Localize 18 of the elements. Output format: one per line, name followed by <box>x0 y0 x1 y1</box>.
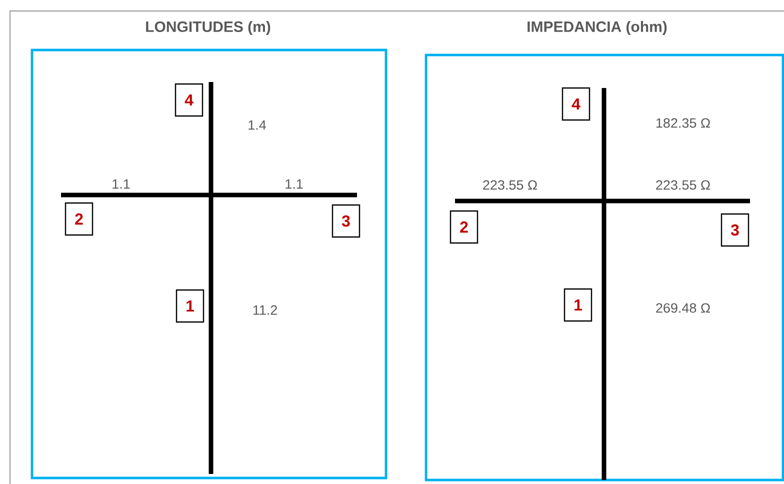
number-box: 2 <box>450 210 478 244</box>
value-label: 1.4 <box>248 120 266 130</box>
number-box: 1 <box>564 288 592 322</box>
value-label: 1.1 <box>286 179 303 189</box>
number-box: 3 <box>332 204 360 238</box>
number-box: 3 <box>720 213 750 247</box>
number-box: 4 <box>174 83 204 117</box>
value-label: 182.35 Ω <box>656 118 710 128</box>
value-label: 223.55 Ω <box>483 180 537 190</box>
number-box: 1 <box>176 289 204 323</box>
number-box: 2 <box>64 202 94 236</box>
value-label: 269.48 Ω <box>656 303 710 313</box>
value-label: 1.1 <box>112 179 130 189</box>
node-label: IMPEDANCIA (ohm) <box>528 21 667 35</box>
node-label: LONGITUDES (m) <box>146 21 270 35</box>
number-box: 4 <box>562 87 590 121</box>
value-label: 223.55 Ω <box>656 180 710 190</box>
value-label: 11.2 <box>253 305 277 315</box>
